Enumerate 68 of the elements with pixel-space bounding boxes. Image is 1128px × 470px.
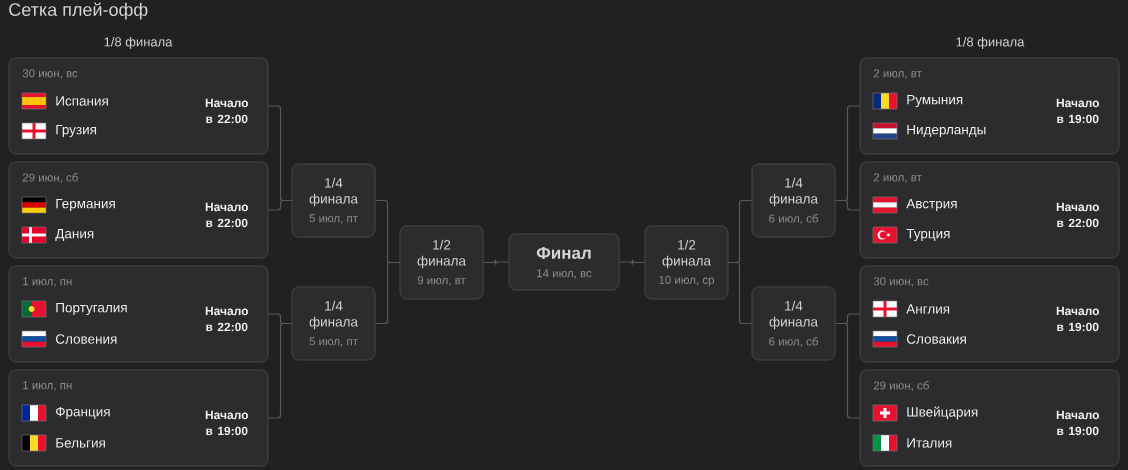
team-name: Нидерланды — [907, 124, 986, 138]
team-name: Словения — [55, 334, 117, 344]
match-card — [8, 369, 269, 467]
team-name: Дания — [55, 229, 94, 241]
round-title: 1/4 финала — [309, 177, 358, 207]
page-title: Сетка плей-офф — [9, 2, 148, 20]
match-date: 29 июн, сб — [22, 173, 78, 183]
round-date: 6 июл, сб — [769, 214, 818, 224]
team-name: Турция — [906, 228, 950, 242]
bracket-line — [267, 322, 293, 419]
match-date: 1 июл, пн — [23, 277, 72, 287]
bracket-line — [834, 322, 861, 419]
start-time: Начало в 22:00 — [205, 98, 248, 124]
round-box — [644, 225, 729, 300]
round-title: 1/2 финала — [662, 239, 711, 269]
team-name: Швейцария — [907, 406, 978, 420]
match-card — [8, 161, 269, 259]
match-card — [8, 265, 269, 363]
match-date: 2 июл, вт — [873, 69, 922, 79]
round-date: 5 июл, пт — [309, 214, 358, 224]
team-name: Англия — [906, 304, 950, 314]
team-name: Португалия — [56, 302, 127, 316]
start-time: Начало в 22:00 — [1056, 202, 1099, 228]
match-date: 29 июн, сб — [873, 381, 929, 391]
team-name: Словакия — [906, 334, 966, 344]
round-box — [291, 286, 376, 361]
match-card — [8, 57, 269, 155]
team-name: Грузия — [56, 124, 97, 138]
round-title: 1/4 финала — [769, 177, 818, 207]
start-time: Начало в 19:00 — [1056, 98, 1099, 124]
bracket-line — [618, 259, 646, 266]
match-card — [859, 57, 1120, 155]
bracket-line — [482, 259, 510, 266]
match-card — [859, 265, 1120, 363]
bracket-line — [267, 199, 293, 211]
round-title: 1/2 финала — [417, 239, 466, 269]
round-date: 9 июл, вт — [417, 276, 466, 286]
round-date: 10 июл, ср — [659, 275, 714, 287]
round-title: 1/4 финала — [309, 300, 358, 330]
team-name: Италия — [907, 438, 952, 448]
round-title: 1/4 финала — [769, 300, 818, 330]
match-date: 30 июн, вс — [873, 277, 929, 287]
round-date: 6 июл, сб — [769, 337, 818, 347]
round-date: 14 июл, вс — [537, 269, 592, 279]
match-date: 30 июн, вс — [22, 69, 78, 79]
final-title: Финал — [536, 247, 591, 259]
round-box — [751, 163, 836, 238]
round-date: 5 июл, пт — [309, 337, 358, 347]
start-time: Начало в 19:00 — [1056, 410, 1099, 436]
team-name: Бельгия — [56, 438, 105, 448]
round-box — [399, 225, 484, 300]
start-time: Начало в 19:00 — [205, 410, 248, 436]
team-name: Австрия — [906, 198, 957, 212]
team-name: Испания — [56, 96, 108, 106]
team-name: Франция — [56, 406, 110, 420]
start-time: Начало в 19:00 — [1056, 306, 1099, 332]
match-date: 2 июл, вт — [873, 173, 922, 183]
round-box — [291, 163, 376, 238]
match-card — [859, 369, 1120, 467]
start-time: Начало в 22:00 — [205, 306, 248, 332]
team-name: Румыния — [907, 94, 963, 108]
final-box — [508, 233, 620, 291]
match-card — [859, 161, 1120, 259]
round-box — [751, 286, 836, 361]
start-time: Начало в 22:00 — [205, 202, 248, 228]
match-date: 1 июл, пн — [23, 381, 72, 391]
bracket-line — [834, 199, 861, 211]
team-name: Германия — [56, 198, 115, 212]
